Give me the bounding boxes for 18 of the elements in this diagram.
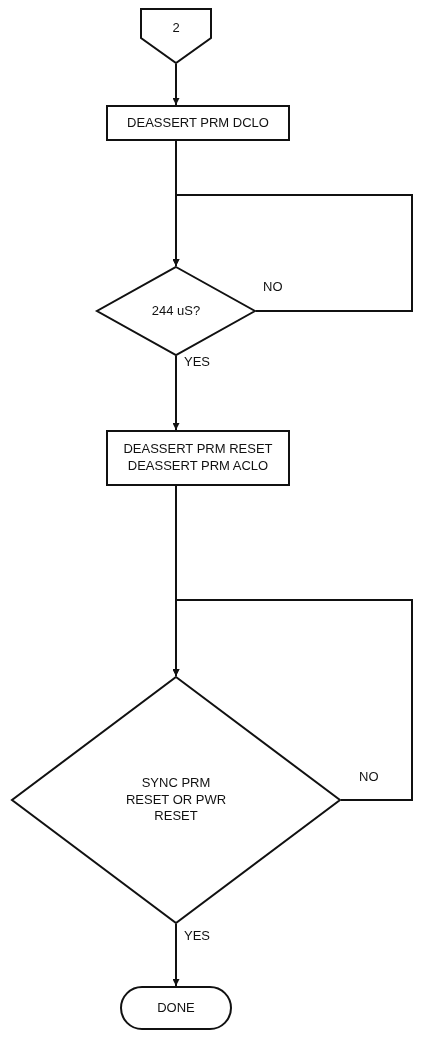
arrow <box>172 194 413 312</box>
arrow <box>172 355 180 431</box>
terminal-box <box>120 986 232 1030</box>
process-box <box>106 105 290 141</box>
process-box <box>106 430 290 486</box>
step-text: DEASSERT PRM DCLO <box>127 114 269 132</box>
connector-number: 2 <box>172 20 180 37</box>
step-text: DONE <box>157 999 195 1017</box>
decision-text: 244 uS? <box>151 302 201 320</box>
arrow <box>172 63 180 106</box>
arrow <box>172 599 413 801</box>
step-text: DEASSERT PRM RESET <box>123 441 273 458</box>
decision-diamond <box>96 266 256 356</box>
arrow <box>172 923 180 987</box>
off-page-connector <box>140 8 212 64</box>
decision-diamond <box>11 676 341 924</box>
step-text: DEASSERT PRM ACLO <box>127 458 269 475</box>
decision-text: SYNC PRM RESET OR PWR RESET <box>124 774 228 826</box>
